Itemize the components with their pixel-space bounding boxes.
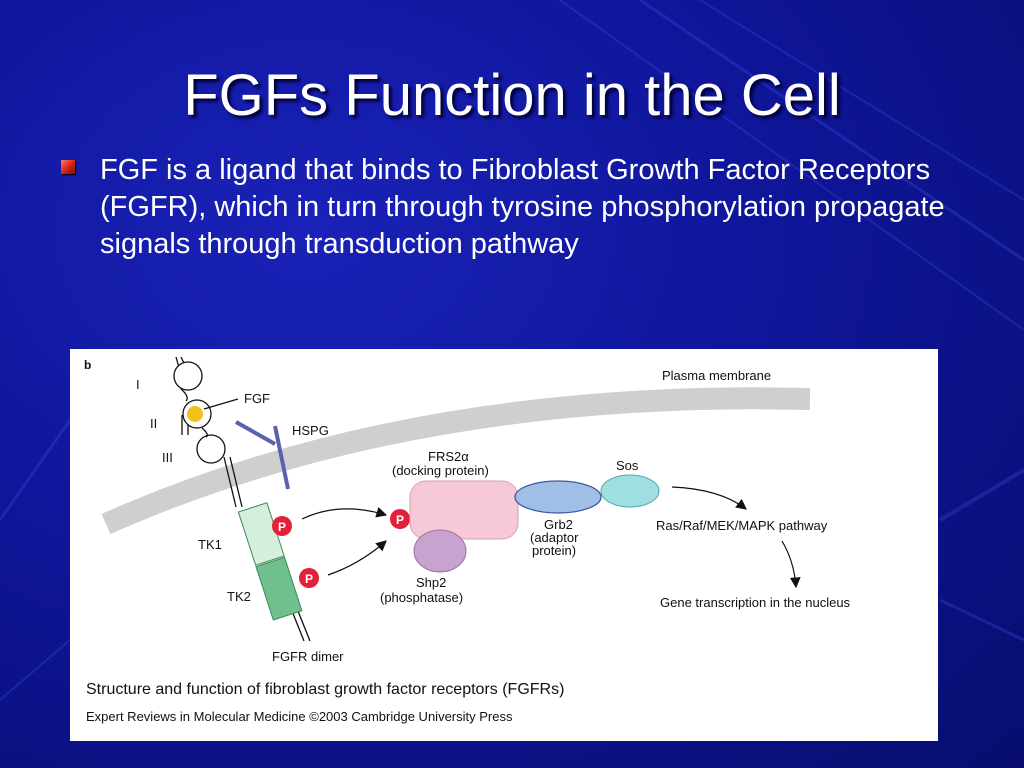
sos-label: Sos — [616, 458, 639, 473]
figure-caption: Structure and function of fibroblast gro… — [86, 681, 564, 698]
frs2-label: FRS2α — [428, 449, 469, 464]
panel-letter: b — [84, 358, 91, 372]
pathway-label: Ras/Raf/MEK/MAPK pathway — [656, 518, 828, 533]
shp2-label: Shp2 — [416, 575, 446, 590]
domain-label-i: I — [136, 377, 140, 392]
nucleus-label: Gene transcription in the nucleus — [660, 595, 851, 610]
fgfr-dimer-label: FGFR dimer — [272, 649, 344, 664]
svg-text:P: P — [278, 520, 286, 534]
frs2-desc: (docking protein) — [392, 463, 489, 478]
phospho-tk2-icon: P — [299, 568, 319, 588]
tk1-label: TK1 — [198, 537, 222, 552]
bullet-text: FGF is a ligand that binds to Fibroblast… — [100, 154, 945, 260]
tk2-domain — [255, 556, 303, 621]
grb2-desc-2: protein) — [532, 543, 576, 558]
ig-domain-3 — [196, 434, 226, 464]
sos-protein — [600, 474, 660, 508]
fgfr-diagram-svg: b Plasma membrane I II III — [84, 356, 851, 724]
tk2-label: TK2 — [227, 589, 251, 604]
shp2-desc: (phosphatase) — [380, 590, 463, 605]
arrow-pathway-to-nucleus — [781, 540, 801, 589]
plasma-membrane-label: Plasma membrane — [662, 368, 771, 383]
frs2-protein — [409, 480, 519, 540]
plasma-membrane — [101, 387, 811, 535]
hspg-label: HSPG — [292, 423, 329, 438]
phospho-tk1-icon: P — [272, 516, 292, 536]
domain-label-ii: II — [150, 416, 157, 431]
phospho-frs2-icon: P — [390, 509, 410, 529]
figure-credit: Expert Reviews in Molecular Medicine ©20… — [86, 709, 513, 724]
svg-text:P: P — [396, 513, 404, 527]
ig-domain-1 — [173, 361, 203, 391]
fgfr-diagram: b Plasma membrane I II III — [70, 349, 938, 741]
ig-domains — [173, 361, 226, 464]
slide-title: FGFs Function in the Cell — [183, 63, 841, 128]
arrow-tk1-to-frs2 — [301, 507, 388, 520]
fgf-ligand — [187, 406, 203, 422]
fgf-label: FGF — [244, 391, 270, 406]
svg-text:P: P — [305, 572, 313, 586]
grb2-desc-1: (adaptor — [530, 530, 579, 545]
shp2-protein — [413, 529, 467, 573]
hspg — [235, 420, 290, 490]
grb2-protein — [514, 480, 602, 514]
arrow-tk2-to-shp2 — [327, 540, 387, 576]
bullet-square-icon — [61, 160, 75, 174]
domain-label-iii: III — [162, 450, 173, 465]
grb2-label: Grb2 — [544, 517, 573, 532]
arrow-sos-to-pathway — [671, 486, 747, 510]
